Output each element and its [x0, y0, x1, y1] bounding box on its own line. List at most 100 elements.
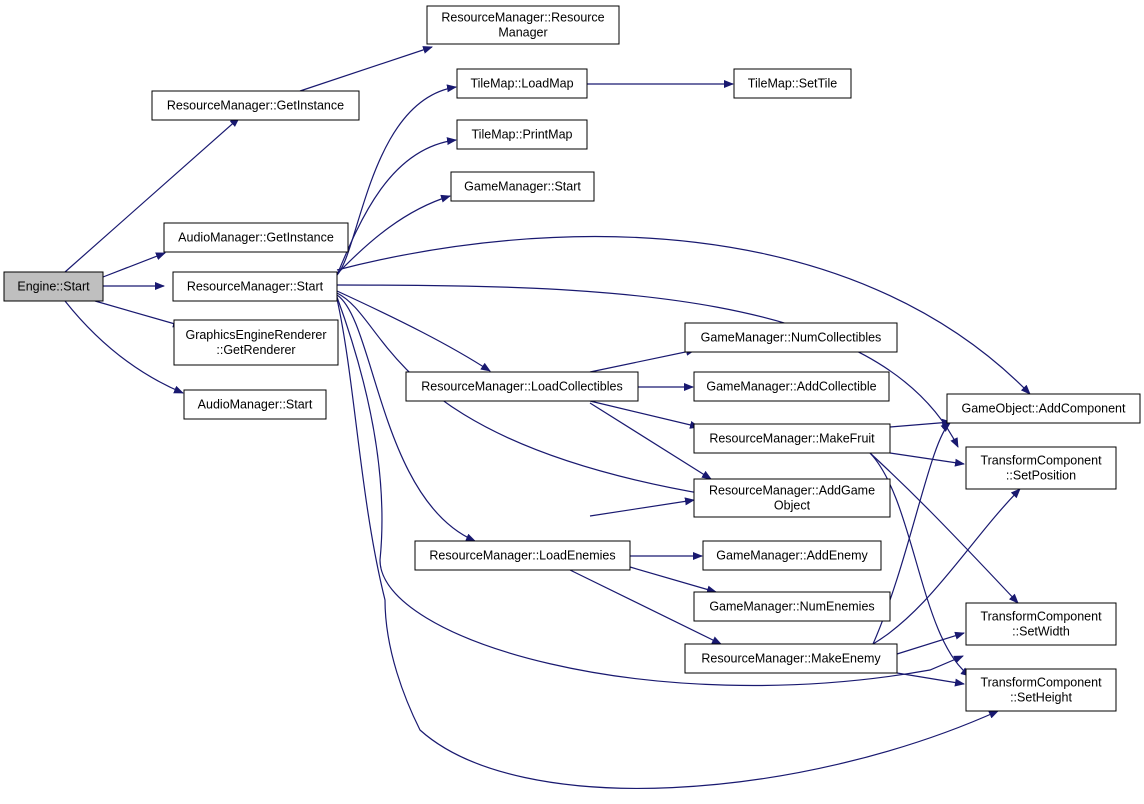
call-edge [336, 296, 964, 687]
node-rm-makeenemy[interactable]: ResourceManager::MakeEnemy [684, 643, 898, 674]
node-box [183, 389, 327, 420]
node-label: TransformComponent [980, 610, 1102, 624]
node-ger-getrenderer[interactable]: GraphicsEngineRenderer::GetRenderer [173, 319, 339, 366]
call-edge [896, 672, 965, 687]
node-label: Object [774, 499, 811, 513]
node-box [684, 322, 898, 353]
call-edge [589, 347, 696, 373]
node-box [965, 602, 1117, 646]
node-label: AudioManager::GetInstance [178, 231, 334, 245]
call-edge [102, 252, 166, 278]
node-gm-addcollectible[interactable]: GameManager::AddCollectible [693, 371, 890, 402]
call-edge [589, 400, 700, 429]
node-am-getinstance[interactable]: AudioManager::GetInstance [163, 222, 349, 253]
node-label: ResourceManager::Resource [441, 11, 604, 25]
node-tc-setheight[interactable]: TransformComponent::SetHeight [965, 668, 1117, 712]
node-tc-setposition[interactable]: TransformComponent::SetPosition [965, 446, 1117, 490]
call-edge [336, 137, 457, 276]
call-edge [629, 566, 717, 594]
node-box [946, 393, 1141, 424]
node-label: ResourceManager::AddGame [709, 484, 875, 498]
node-label: ::GetRenderer [216, 343, 295, 357]
node-label: ResourceManager::MakeEnemy [701, 652, 881, 666]
node-label: GameManager::NumEnemies [709, 600, 874, 614]
call-edge [869, 452, 1019, 604]
call-edge [336, 84, 457, 276]
node-box [456, 68, 588, 99]
call-edge [896, 631, 965, 655]
node-box [3, 271, 104, 302]
node-tc-setwidth[interactable]: TransformComponent::SetWidth [965, 602, 1117, 646]
node-label: ::SetWidth [1012, 625, 1070, 639]
node-label: Manager [498, 26, 547, 40]
node-box [172, 271, 338, 302]
node-label: ResourceManager::GetInstance [167, 99, 344, 113]
node-label: ResourceManager::LoadEnemies [429, 549, 615, 563]
node-tm-printmap[interactable]: TileMap::PrintMap [456, 119, 588, 150]
call-edge [336, 290, 491, 372]
node-label: ResourceManager::Start [187, 280, 324, 294]
node-rm-start[interactable]: ResourceManager::Start [172, 271, 338, 302]
node-label: GameManager::AddCollectible [706, 380, 876, 394]
node-rm-getinstance[interactable]: ResourceManager::GetInstance [151, 90, 360, 121]
call-edge [336, 298, 999, 789]
call-edge [64, 117, 240, 273]
node-box [151, 90, 360, 121]
node-box [684, 643, 898, 674]
node-box [693, 478, 891, 518]
node-box [693, 371, 890, 402]
node-box [426, 5, 620, 45]
node-gm-numcollectibles[interactable]: GameManager::NumCollectibles [684, 322, 898, 353]
node-gm-start[interactable]: GameManager::Start [450, 171, 595, 202]
call-edge [589, 497, 695, 517]
node-box [965, 446, 1117, 490]
node-box [733, 68, 852, 99]
call-edge [336, 284, 959, 448]
node-box [173, 319, 339, 366]
node-gm-addenemy[interactable]: GameManager::AddEnemy [702, 540, 882, 571]
node-label: ResourceManager::LoadCollectibles [421, 380, 623, 394]
node-label: ResourceManager::MakeFruit [709, 432, 875, 446]
node-gm-numenemies[interactable]: GameManager::NumEnemies [693, 591, 891, 622]
call-edge [336, 235, 1031, 395]
call-edge [94, 300, 183, 328]
node-rm-ctor[interactable]: ResourceManager::ResourceManager [426, 5, 620, 45]
node-box [450, 171, 595, 202]
node-box [405, 371, 639, 402]
node-box [693, 423, 891, 454]
node-label: GameObject::AddComponent [962, 402, 1127, 416]
node-rm-loadenemies[interactable]: ResourceManager::LoadEnemies [414, 540, 631, 571]
node-label: TileMap::SetTile [748, 77, 837, 91]
call-edge [64, 300, 184, 394]
node-tm-settile[interactable]: TileMap::SetTile [733, 68, 852, 99]
call-edge [889, 452, 965, 467]
node-label: GameManager::Start [464, 180, 581, 194]
node-am-start[interactable]: AudioManager::Start [183, 389, 327, 420]
node-label: TileMap::PrintMap [472, 128, 573, 142]
node-go-addcomponent[interactable]: GameObject::AddComponent [946, 393, 1141, 424]
node-label: ::SetPosition [1006, 469, 1076, 483]
call-edge [336, 294, 476, 542]
node-box [456, 119, 588, 150]
call-edge [872, 488, 1021, 645]
node-label: GameManager::AddEnemy [716, 549, 868, 563]
nodes: Engine::Start ResourceManager::ResourceMa… [3, 5, 1141, 712]
node-rm-makefruit[interactable]: ResourceManager::MakeFruit [693, 423, 891, 454]
call-edge [569, 569, 722, 645]
node-label: AudioManager::Start [198, 398, 313, 412]
node-box [414, 540, 631, 571]
call-edge [299, 46, 433, 92]
node-engine-start[interactable]: Engine::Start [3, 271, 104, 302]
node-box [965, 668, 1117, 712]
node-rm-loadcollectibles[interactable]: ResourceManager::LoadCollectibles [405, 371, 639, 402]
call-edge [869, 452, 971, 677]
node-box [163, 222, 349, 253]
node-tm-loadmap[interactable]: TileMap::LoadMap [456, 68, 588, 99]
call-edge [889, 418, 952, 428]
node-label: TransformComponent [980, 454, 1102, 468]
node-label: ::SetHeight [1010, 691, 1072, 705]
node-box [693, 591, 891, 622]
call-edge [589, 402, 712, 480]
